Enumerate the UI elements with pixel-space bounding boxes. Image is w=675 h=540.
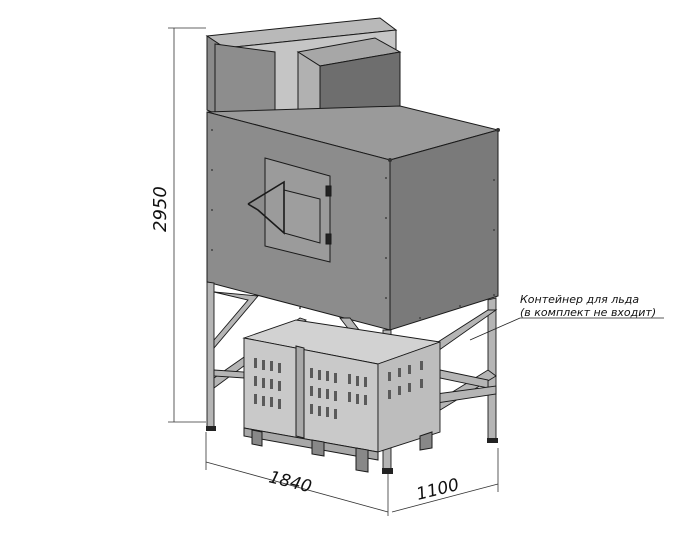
service-hatch — [247, 157, 332, 263]
container-vent-slots — [254, 358, 423, 419]
callout-line-2: (в комплект не входит) — [520, 306, 656, 319]
main-housing — [206, 105, 500, 331]
leveling-feet — [206, 426, 498, 474]
depth-dimension — [391, 448, 499, 513]
callout-line-1: Контейнер для льда — [520, 293, 639, 306]
width-dimension-label: 1840 — [267, 467, 314, 497]
height-dimension-label: 2950 — [150, 186, 171, 232]
container-callout-leader — [469, 317, 664, 341]
depth-dimension-label: 1100 — [414, 475, 461, 505]
container-ribs — [243, 345, 433, 473]
width-dimension — [205, 432, 389, 516]
height-dimension — [168, 27, 206, 423]
